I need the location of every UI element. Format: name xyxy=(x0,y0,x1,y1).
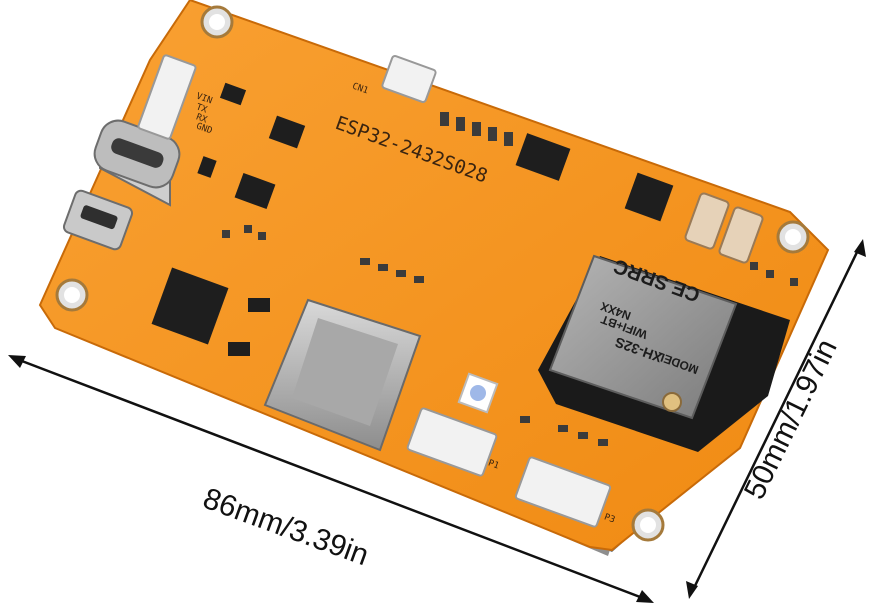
usb-c-port xyxy=(93,119,181,207)
sd-card-slot xyxy=(263,298,422,452)
esp32-module xyxy=(538,254,790,452)
rgb-led xyxy=(457,372,499,414)
height-arrow xyxy=(686,239,866,599)
micro-usb-port xyxy=(62,189,134,251)
mounting-holes xyxy=(55,5,810,542)
width-arrow xyxy=(8,355,654,603)
ic-chips xyxy=(151,82,674,356)
smd-components xyxy=(222,112,798,446)
jst-connectors xyxy=(137,54,612,528)
push-buttons xyxy=(684,192,764,264)
